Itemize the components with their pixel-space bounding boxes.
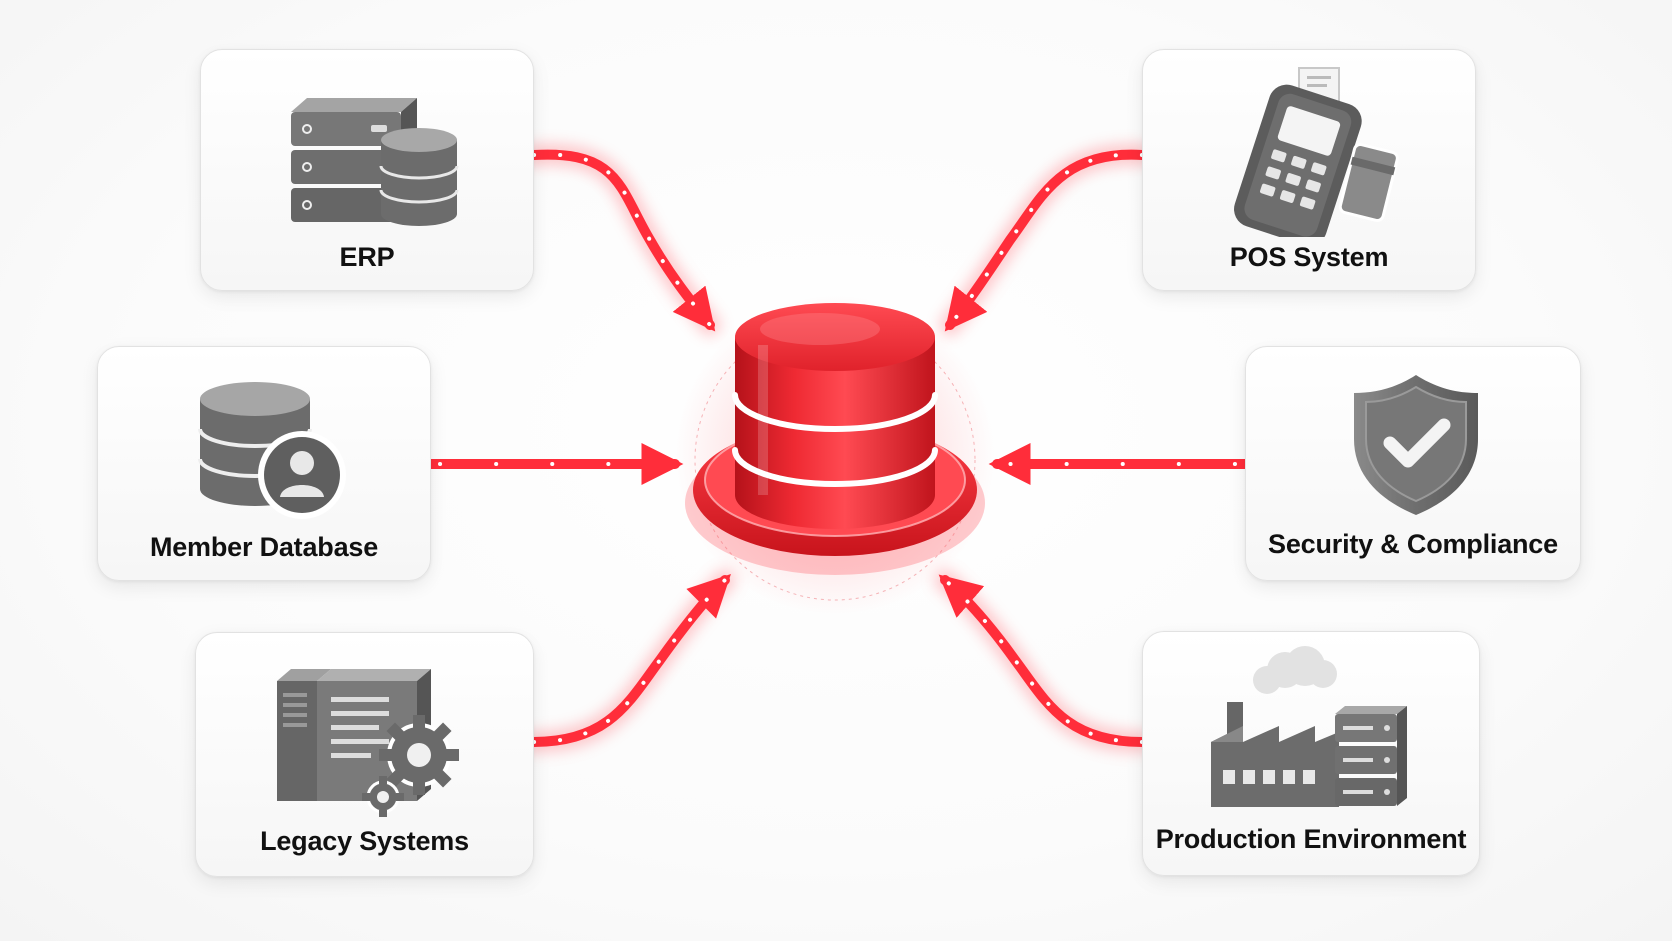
erp-label: ERP: [339, 242, 395, 272]
connector-legacy: [523, 569, 736, 753]
connector-pos: [939, 143, 1153, 336]
server-database-icon: [291, 98, 459, 226]
pos-system-card[interactable]: POS System: [1142, 49, 1476, 291]
legacy-server-gears-icon: [277, 669, 459, 817]
production-environment-card[interactable]: Production Environment: [1142, 631, 1480, 876]
legacy-systems-label: Legacy Systems: [260, 826, 469, 856]
factory-server-icon: [1211, 646, 1407, 807]
security-compliance-label: Security & Compliance: [1268, 529, 1558, 559]
member-database-card[interactable]: Member Database: [97, 346, 431, 581]
shield-check-icon: [1354, 375, 1478, 515]
production-environment-label: Production Environment: [1155, 824, 1467, 854]
member-database-label: Member Database: [149, 532, 379, 562]
legacy-systems-card[interactable]: Legacy Systems: [195, 632, 534, 877]
connector-production: [934, 569, 1153, 753]
pos-terminal-icon: [1234, 67, 1399, 237]
hub-database-icon: [675, 295, 995, 615]
pos-system-label: POS System: [1229, 242, 1389, 272]
connector-erp: [523, 143, 721, 336]
database-user-icon: [198, 382, 346, 519]
erp-card[interactable]: ERP: [200, 49, 534, 291]
security-compliance-card[interactable]: Security & Compliance: [1245, 346, 1581, 581]
